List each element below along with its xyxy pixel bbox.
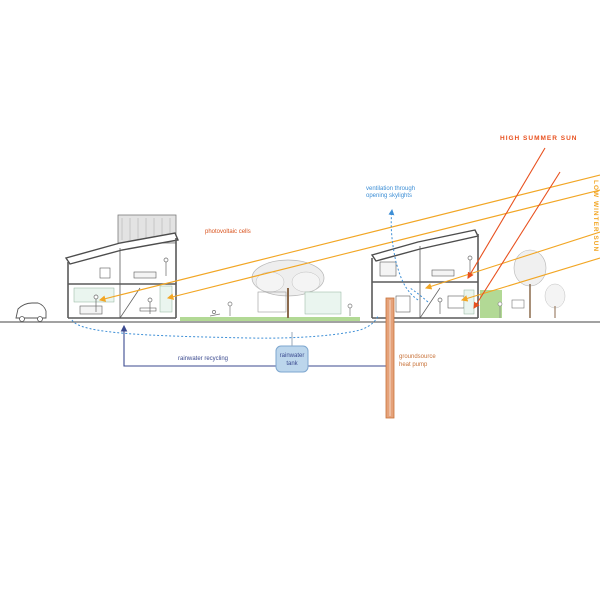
rainwater-tank-label-line2: tank [286, 361, 298, 367]
rainwater-recycling-label: rainwater recycling [178, 356, 228, 362]
left-house [64, 214, 179, 319]
groundsource-label-line2: heat pump [399, 362, 428, 368]
low-winter-sun-label: LOW WINTER SUN [592, 180, 599, 252]
high-summer-sun-label: HIGH SUMMER SUN [500, 135, 577, 142]
rainwater-tank [275, 345, 309, 373]
ventilation-arrow [388, 209, 429, 303]
right-house [370, 229, 480, 319]
people-left-house [93, 257, 169, 314]
photovoltaic-label: photovoltaic cells [205, 229, 251, 235]
ventilation-label-line2: opening skylights [366, 193, 412, 199]
groundsource-label-line1: groundsource [399, 354, 436, 360]
high-summer-sun-rays [467, 147, 561, 309]
rainwater-recycling [71, 315, 391, 373]
ventilation-label-line1: ventilation through [366, 186, 415, 192]
car-icon [15, 302, 47, 322]
ground [0, 290, 600, 323]
garden-tree [251, 259, 342, 318]
groundsource-heat-pump [385, 297, 395, 419]
right-trees [497, 249, 566, 318]
rainwater-tank-label-line1: rainwater [280, 353, 305, 359]
people-garden [209, 301, 353, 317]
